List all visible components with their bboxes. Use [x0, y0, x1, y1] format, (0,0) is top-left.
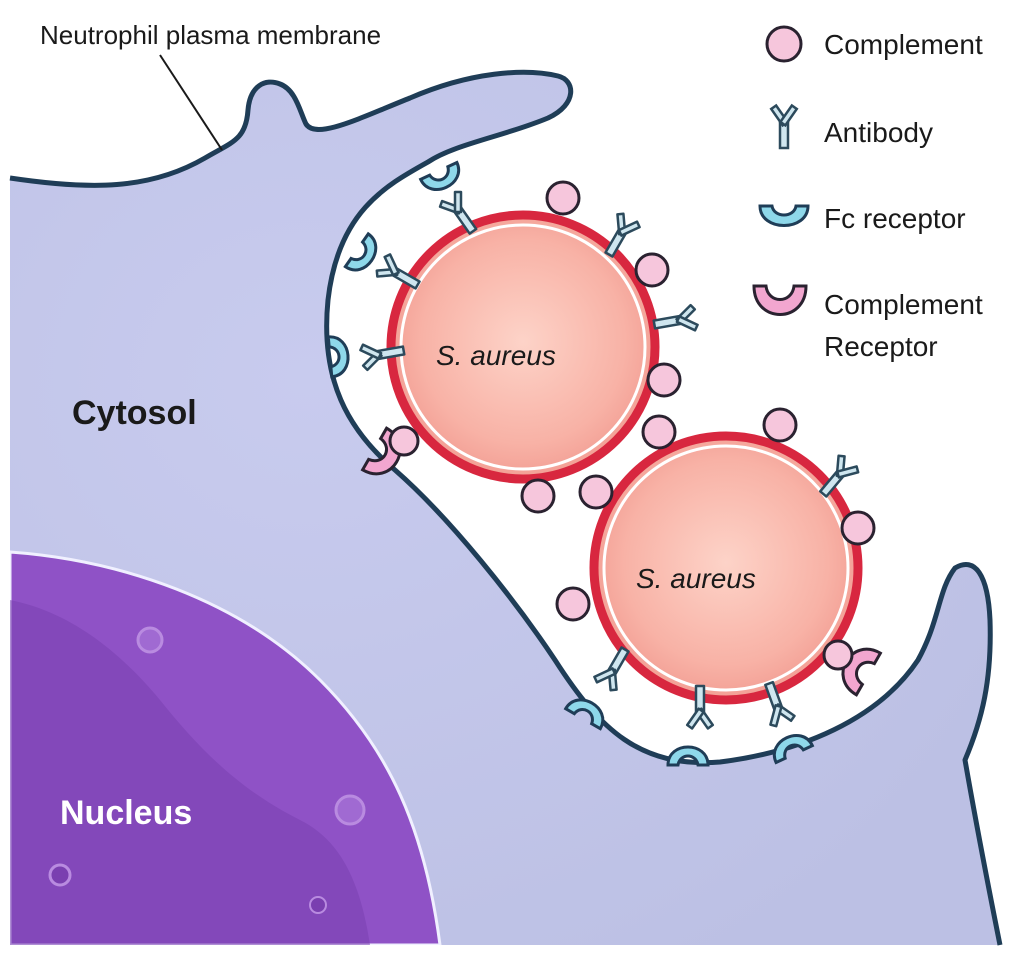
membrane-label: Neutrophil plasma membrane: [40, 20, 381, 50]
bacterium-2-label: S. aureus: [636, 563, 756, 594]
antibodies: [359, 190, 860, 730]
fc-receptor-icon: [418, 160, 461, 191]
legend-antibody-label: Antibody: [824, 117, 933, 148]
fc-receptor-icon: [563, 698, 605, 731]
antibody-icon: [818, 454, 860, 498]
fc-receptors: [326, 160, 815, 767]
antibody-icon: [593, 646, 630, 692]
legend-fc-receptor-label: Fc receptor: [824, 203, 966, 234]
complement-icon: [840, 510, 876, 546]
complement-receptors: [360, 425, 883, 697]
fc-receptor-icon: [758, 204, 810, 227]
antibody-icon: [375, 253, 421, 290]
fc-receptor-icon: [326, 335, 350, 379]
complement-icon: [634, 252, 670, 288]
antibody-icon: [604, 212, 641, 258]
complement-icon: [822, 639, 854, 671]
complement-icon: [555, 586, 591, 622]
complement-icon: [641, 414, 677, 450]
bacterium-1-label: S. aureus: [436, 340, 556, 371]
complement-icon: [388, 425, 420, 457]
antibody-icon: [359, 343, 406, 372]
membrane-pointer-line: [159, 54, 223, 151]
legend-complement-label: Complement: [824, 29, 983, 60]
cytosol-label: Cytosol: [72, 394, 197, 432]
complement-proteins: [520, 180, 876, 622]
antibody-icon: [685, 684, 715, 730]
plasma-membrane: [9, 69, 1003, 946]
nucleus-label: Nucleus: [60, 794, 192, 832]
complement-receptor-icon: [841, 647, 883, 697]
legend-complement-receptor-label-2: Receptor: [824, 331, 938, 362]
complement-receptor-icon: [752, 284, 808, 316]
complement-icon: [520, 478, 556, 514]
fc-receptor-icon: [666, 745, 710, 767]
complement-icon: [765, 25, 803, 63]
complement-icon: [545, 180, 581, 216]
bacterium-1: [386, 210, 660, 484]
legend-complement-receptor-label-1: Complement: [824, 289, 983, 320]
fc-receptor-icon: [343, 231, 378, 272]
antibody-icon: [764, 680, 796, 728]
nucleus: [10, 550, 442, 945]
complement-icon: [762, 407, 798, 443]
complement-icon: [578, 474, 614, 510]
bacterium-2: [589, 431, 863, 705]
complement-icon: [646, 362, 682, 398]
antibody-icon: [652, 303, 699, 332]
antibody-icon: [769, 103, 799, 150]
antibody-icon: [438, 190, 478, 235]
legend: Complement Antibody Fc receptor Compleme…: [752, 25, 983, 362]
fc-receptor-icon: [772, 734, 815, 765]
